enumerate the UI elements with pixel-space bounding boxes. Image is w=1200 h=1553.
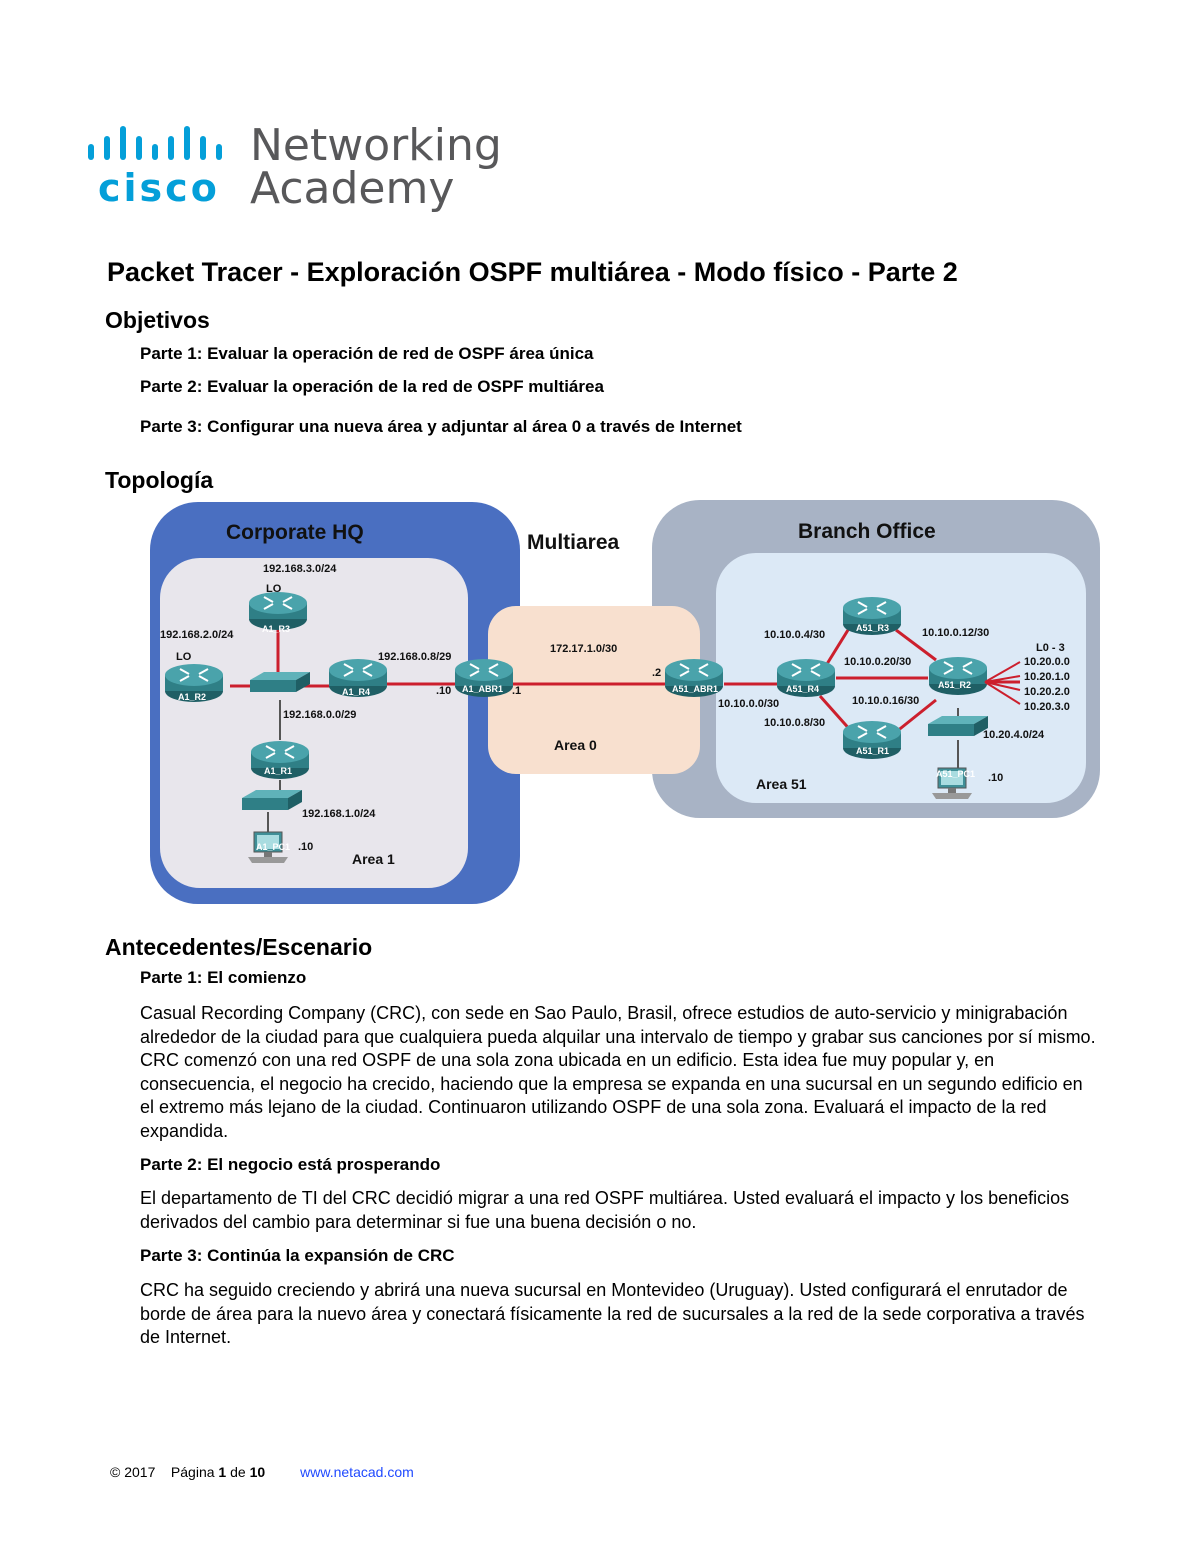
host-label: .10: [988, 772, 1003, 784]
part-paragraph: El departamento de TI del CRC decidió mi…: [140, 1188, 1070, 1232]
corporate-hq-title: Corporate HQ: [226, 521, 364, 544]
footer-page-prefix: Página: [170, 1464, 215, 1480]
part-title: Parte 2: El negocio está prosperando: [140, 1155, 441, 1174]
footer-page-mid: de: [230, 1464, 246, 1480]
footer-url-link[interactable]: www.netacad.com: [300, 1464, 414, 1480]
network-label: 192.168.0.0/29: [283, 709, 356, 721]
device-label: A51_R1: [856, 746, 889, 756]
device-label: A51_R4: [786, 684, 819, 694]
logo-cisco-text: cisco: [98, 166, 220, 210]
device-label: A1_R2: [178, 692, 206, 702]
host-label: .1: [512, 685, 521, 697]
network-label: 192.168.1.0/24: [302, 808, 376, 820]
part-paragraph: CRC ha seguido creciendo y abrirá una nu…: [140, 1280, 1085, 1347]
area1-zone: [160, 558, 468, 888]
device-label: A1_PC1: [256, 842, 290, 852]
device-label: A51_PC1: [936, 769, 975, 779]
multiarea-title: Multiarea: [527, 531, 620, 554]
device-label: A1_ABR1: [462, 684, 503, 694]
switch-icon: [242, 790, 302, 810]
switch-icon: [928, 716, 988, 736]
objective-item: Parte 3: Configurar una nueva área y adj…: [140, 417, 742, 436]
part-paragraph: Casual Recording Company (CRC), con sede…: [140, 1003, 1096, 1141]
network-label: 10.10.0.4/30: [764, 629, 825, 641]
logo-networking-text: Networking: [250, 120, 502, 171]
device-label: A1_R4: [342, 687, 370, 697]
switch-icon: [250, 672, 310, 692]
device-label: A1_R3: [262, 624, 290, 634]
footer: © 2017 Página 1 de 10 www.netacad.com: [110, 1464, 414, 1480]
area1-label: Area 1: [352, 851, 395, 867]
loopback-label: LO: [176, 651, 192, 663]
footer-page-total: 10: [249, 1464, 266, 1480]
loopback-label: LO: [266, 583, 282, 595]
loopback-label: L0 - 3: [1036, 642, 1065, 654]
loopback-network: 10.20.2.0: [1024, 686, 1070, 698]
network-label: 10.10.0.8/30: [764, 717, 825, 729]
device-label: A51_R2: [938, 680, 971, 690]
objective-item: Parte 2: Evaluar la operación de la red …: [140, 377, 604, 396]
logo-academy-text: Academy: [250, 163, 455, 214]
part-title: Parte 1: El comienzo: [140, 968, 307, 987]
objective-item: Parte 1: Evaluar la operación de red de …: [140, 344, 594, 363]
network-label: 172.17.1.0/30: [550, 643, 617, 655]
network-label: 10.10.0.16/30: [852, 695, 919, 707]
loopback-network: 10.20.3.0: [1024, 701, 1070, 713]
page-title: Packet Tracer - Exploración OSPF multiár…: [107, 257, 958, 287]
scenario-heading: Antecedentes/Escenario: [105, 934, 373, 960]
network-label: 10.20.4.0/24: [983, 729, 1045, 741]
footer-copyright: © 2017: [110, 1464, 156, 1480]
network-label: 10.10.0.12/30: [922, 627, 989, 639]
loopback-network: 10.20.0.0: [1024, 656, 1070, 668]
host-label: .10: [298, 841, 313, 853]
device-label: A51_ABR1: [672, 684, 718, 694]
network-label: 192.168.2.0/24: [160, 629, 234, 641]
network-label: 10.10.0.0/30: [718, 698, 779, 710]
topology-heading: Topología: [105, 467, 214, 493]
network-label: 192.168.0.8/29: [378, 651, 451, 663]
part-title: Parte 3: Continúa la expansión de CRC: [140, 1246, 455, 1265]
area0-label: Area 0: [554, 737, 597, 753]
device-label: A1_R1: [264, 766, 292, 776]
branch-office-title: Branch Office: [798, 520, 936, 543]
device-label: A51_R3: [856, 623, 889, 633]
host-label: .2: [652, 667, 661, 679]
network-label: 192.168.3.0/24: [263, 563, 337, 575]
area0-zone: [488, 606, 700, 774]
cisco-bars-icon: [88, 126, 222, 160]
area51-label: Area 51: [756, 776, 807, 792]
footer-page-number: 1: [218, 1464, 227, 1480]
objectives-heading: Objetivos: [105, 307, 210, 333]
host-label: .10: [436, 685, 451, 697]
loopback-network: 10.20.1.0: [1024, 671, 1070, 683]
network-label: 10.10.0.20/30: [844, 656, 911, 668]
topology-diagram: Corporate HQ Multiarea Branch Office Are…: [150, 500, 1100, 904]
